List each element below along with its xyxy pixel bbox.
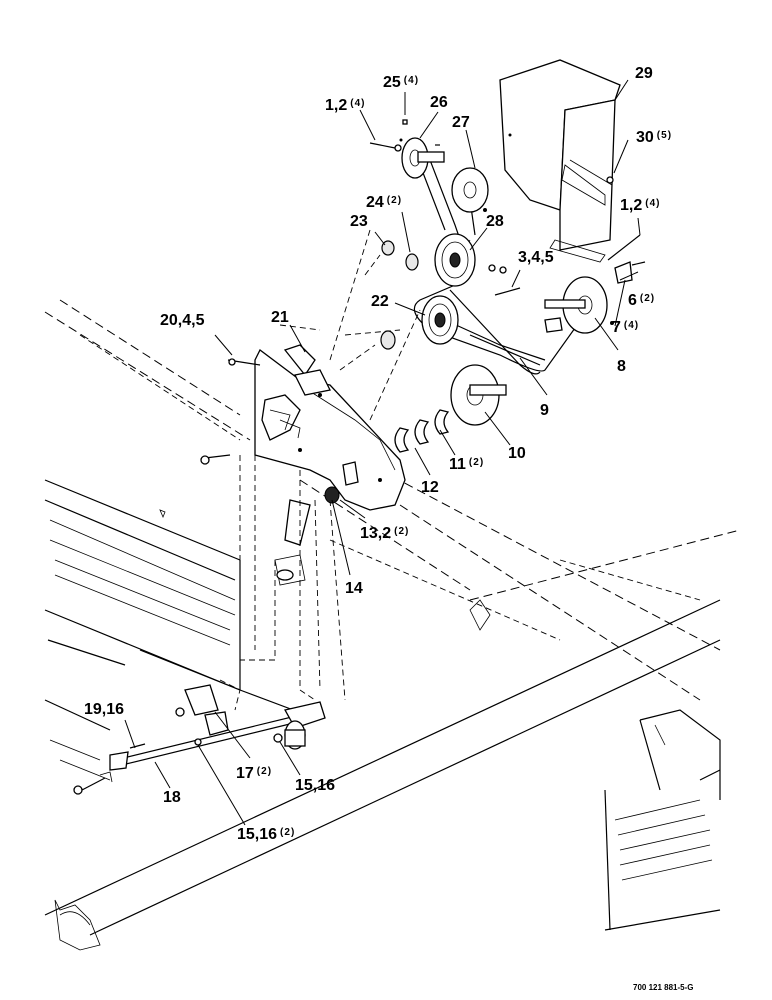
linkage-rod	[73, 684, 326, 795]
callout-11: 11(2)	[449, 456, 484, 473]
machine-frame	[44, 299, 741, 951]
callout-10: 10	[508, 445, 526, 462]
callout-3-4-5: 3,4,5	[518, 249, 554, 266]
callout-9: 9	[540, 402, 549, 419]
callout-21: 21	[271, 309, 289, 326]
pulley-10	[450, 364, 507, 426]
belt-shield	[499, 59, 621, 263]
callout-23: 23	[350, 213, 368, 230]
pulley-26	[399, 137, 445, 179]
callout-1-2-top: 1,2(4)	[325, 97, 365, 114]
callout-7: 7(4)	[612, 319, 639, 336]
callout-8: 8	[617, 358, 626, 375]
pulley-22	[421, 295, 459, 345]
callout-22: 22	[371, 293, 389, 310]
bushing	[380, 330, 396, 350]
callout-27: 27	[452, 114, 470, 131]
callout-13-2: 13,2(2)	[360, 525, 409, 542]
clips-11-12	[394, 409, 450, 453]
drive-housing	[254, 344, 406, 511]
callout-15-16-lower: 15,16(2)	[237, 826, 295, 843]
callout-12: 12	[421, 479, 439, 496]
callout-19-16: 19,16	[84, 701, 124, 718]
callout-18: 18	[163, 789, 181, 806]
assembly-guide-lines	[219, 229, 421, 711]
callout-26: 26	[430, 94, 448, 111]
callout-17: 17(2)	[236, 765, 272, 782]
pulley-27	[451, 167, 489, 213]
callout-6: 6(2)	[628, 292, 655, 309]
hub-14	[324, 486, 340, 504]
spacer-24	[405, 253, 419, 271]
leader-lines	[124, 79, 641, 826]
callout-28: 28	[486, 213, 504, 230]
callout-25: 25(4)	[383, 74, 419, 91]
callout-1-2-right: 1,2(4)	[620, 197, 660, 214]
pulley-28	[434, 233, 476, 287]
callout-labels: 1,2(4) 25(4) 26 27 29 30(5) 24(2) 23 28 …	[84, 65, 672, 843]
callout-29: 29	[635, 65, 653, 82]
callout-14: 14	[345, 580, 363, 597]
hardware	[200, 119, 646, 465]
callout-24: 24(2)	[366, 194, 402, 211]
callout-30: 30(5)	[636, 129, 672, 146]
callout-15-16-right: 15,16	[295, 777, 335, 794]
support-bracket	[274, 499, 311, 586]
callout-20-4-5: 20,4,5	[160, 312, 205, 329]
drawing-number: 700 121 881-5-G	[633, 983, 694, 992]
